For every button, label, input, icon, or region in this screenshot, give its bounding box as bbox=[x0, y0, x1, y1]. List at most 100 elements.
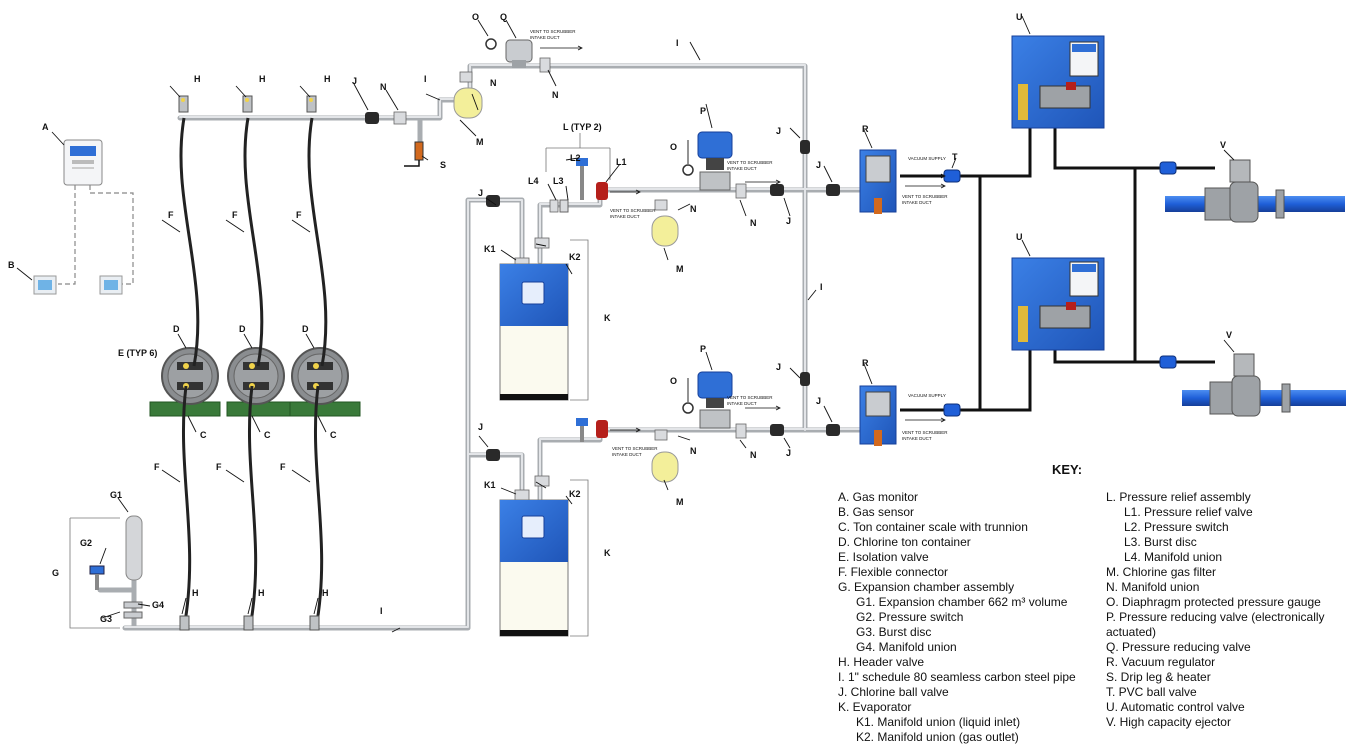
key-item: F. Flexible connector bbox=[838, 565, 949, 579]
drip-leg-heater bbox=[404, 141, 424, 167]
vacuum-note: VACUUM SUPPLY bbox=[908, 156, 946, 161]
vent-note: INTAKE DUCT bbox=[530, 35, 560, 40]
label-p: P bbox=[700, 106, 706, 116]
key-item: C. Ton container scale with trunnion bbox=[838, 520, 1028, 534]
header-valves bbox=[178, 95, 320, 631]
vent-note: VENT TO SCRUBBER bbox=[612, 446, 658, 451]
key-item: K1. Manifold union (liquid inlet) bbox=[856, 715, 1021, 729]
label-j: J bbox=[816, 396, 821, 406]
vent-note: INTAKE DUCT bbox=[902, 200, 932, 205]
vent-note: VENT TO SCRUBBER bbox=[727, 160, 773, 165]
label-g3: G3 bbox=[100, 614, 112, 624]
label-i: I bbox=[424, 74, 427, 84]
flexible-connectors bbox=[179, 117, 328, 629]
chlorine-ton-container bbox=[149, 347, 221, 417]
sensor-wiring bbox=[58, 185, 134, 285]
label-h: H bbox=[322, 588, 329, 598]
key-item: actuated) bbox=[1106, 625, 1157, 639]
automatic-control-valve bbox=[1011, 35, 1105, 129]
electronic-pressure-reducing-valve bbox=[697, 371, 733, 429]
label-m: M bbox=[476, 137, 484, 147]
pressure-relief-assembly bbox=[576, 418, 608, 442]
label-h: H bbox=[259, 74, 266, 84]
label-k1: K1 bbox=[484, 480, 496, 490]
vent-note: INTAKE DUCT bbox=[612, 452, 642, 457]
label-o: O bbox=[472, 12, 479, 22]
key-item: G2. Pressure switch bbox=[856, 610, 964, 624]
gas-sensor bbox=[99, 275, 123, 295]
evaporator bbox=[499, 499, 569, 637]
label-c: C bbox=[264, 430, 271, 440]
vent-note: VENT TO SCRUBBER bbox=[902, 430, 948, 435]
vent-note: VENT TO SCRUBBER bbox=[530, 29, 576, 34]
label-n: N bbox=[690, 446, 697, 456]
label-f: F bbox=[232, 210, 238, 220]
label-s: S bbox=[440, 160, 446, 170]
vent-note: VENT TO SCRUBBER bbox=[610, 208, 656, 213]
chlorine-ball-valves bbox=[365, 112, 840, 461]
automatic-control-valve bbox=[1011, 257, 1105, 351]
label-i: I bbox=[676, 38, 679, 48]
vent-note: INTAKE DUCT bbox=[727, 166, 757, 171]
label-j: J bbox=[478, 188, 483, 198]
pressure-reducing-valve bbox=[505, 39, 533, 68]
label-g1: G1 bbox=[110, 490, 122, 500]
label-d: D bbox=[173, 324, 180, 334]
key-item: L. Pressure relief assembly bbox=[1106, 490, 1251, 504]
key-item: K2. Manifold union (gas outlet) bbox=[856, 730, 1019, 744]
key-item: P. Pressure reducing valve (electronical… bbox=[1106, 610, 1325, 624]
label-o: O bbox=[670, 376, 677, 386]
label-o: O bbox=[670, 142, 677, 152]
label-l4: L4 bbox=[528, 176, 539, 186]
label-c: C bbox=[200, 430, 207, 440]
manifold-unions bbox=[393, 57, 747, 501]
label-n: N bbox=[750, 218, 757, 228]
label-n: N bbox=[552, 90, 559, 100]
label-u: U bbox=[1016, 12, 1023, 22]
label-l-typ2: L (TYP 2) bbox=[563, 122, 602, 132]
gas-monitor bbox=[63, 139, 103, 186]
label-f: F bbox=[154, 462, 160, 472]
pvc-ball-valves bbox=[943, 169, 961, 417]
label-l3: L3 bbox=[553, 176, 564, 186]
vent-note: INTAKE DUCT bbox=[610, 214, 640, 219]
key-item: L4. Manifold union bbox=[1124, 550, 1223, 564]
vent-note: INTAKE DUCT bbox=[902, 436, 932, 441]
high-capacity-ejector bbox=[1182, 353, 1346, 417]
label-l2: L2 bbox=[570, 153, 581, 163]
key-item: O. Diaphragm protected pressure gauge bbox=[1106, 595, 1321, 609]
label-g2: G2 bbox=[80, 538, 92, 548]
expansion-chamber bbox=[89, 515, 143, 619]
label-r: R bbox=[862, 124, 869, 134]
key-item: E. Isolation valve bbox=[838, 550, 929, 564]
label-h: H bbox=[194, 74, 201, 84]
vacuum-regulator bbox=[859, 385, 897, 446]
label-j: J bbox=[776, 362, 781, 372]
label-n: N bbox=[490, 78, 497, 88]
label-u: U bbox=[1016, 232, 1023, 242]
label-j: J bbox=[816, 160, 821, 170]
gas-filters bbox=[453, 87, 679, 483]
label-j: J bbox=[786, 448, 791, 458]
label-k: K bbox=[604, 313, 611, 323]
label-p: P bbox=[700, 344, 706, 354]
chlorine-ton-container bbox=[289, 347, 361, 417]
key-item: K. Evaporator bbox=[838, 700, 912, 714]
label-g4: G4 bbox=[152, 600, 164, 610]
label-n: N bbox=[750, 450, 757, 460]
key-item: I. 1" schedule 80 seamless carbon steel … bbox=[838, 670, 1076, 684]
pipe-network bbox=[97, 63, 863, 631]
label-q: Q bbox=[500, 12, 507, 22]
key-item: U. Automatic control valve bbox=[1106, 700, 1245, 714]
key-item: G4. Manifold union bbox=[856, 640, 957, 654]
key-item: L2. Pressure switch bbox=[1124, 520, 1229, 534]
label-v: V bbox=[1226, 330, 1232, 340]
label-m: M bbox=[676, 497, 684, 507]
high-capacity-ejector bbox=[1165, 159, 1345, 223]
label-j: J bbox=[352, 76, 357, 86]
label-k1: K1 bbox=[484, 244, 496, 254]
label-k2: K2 bbox=[569, 489, 581, 499]
vent-note: VENT TO SCRUBBER bbox=[902, 194, 948, 199]
